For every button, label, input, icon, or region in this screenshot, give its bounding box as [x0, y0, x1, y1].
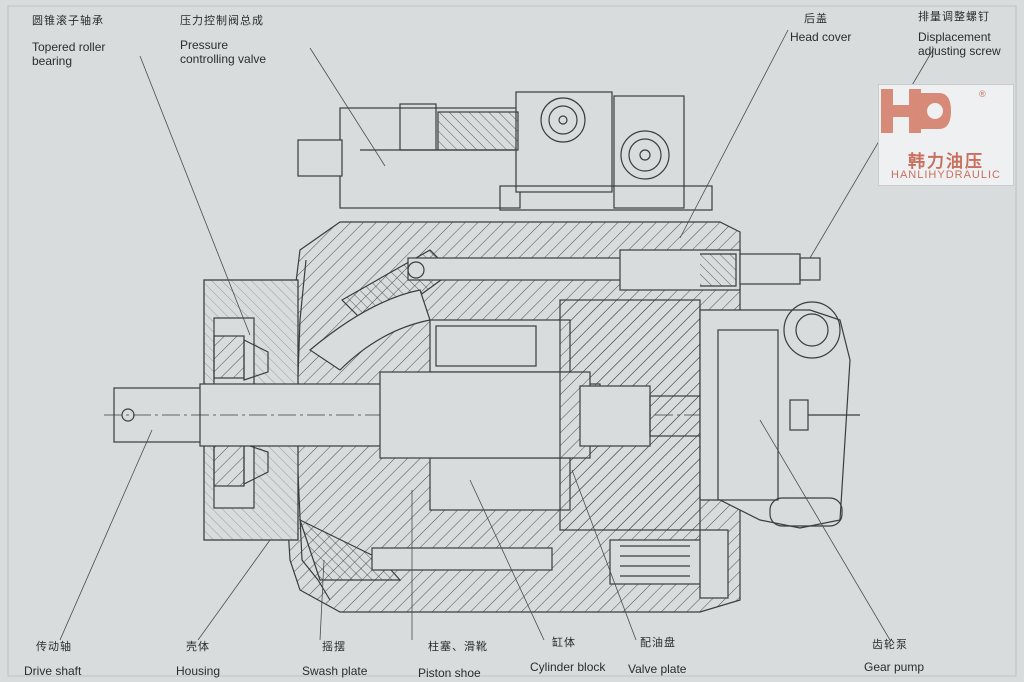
- label-head-cover: 后盖 Head cover: [790, 12, 851, 44]
- label-gear-pump: 齿轮泵 Gear pump: [864, 638, 924, 674]
- label-cn: 排量调整螺钉: [918, 10, 990, 23]
- label-cylinder-block: 缸体 Cylinder block: [530, 636, 605, 674]
- label-tapered-roller-bearing: 圆锥滚子轴承 Topered roller bearing: [32, 14, 105, 68]
- label-cn: 传动轴: [36, 640, 72, 653]
- label-cn: 后盖: [804, 12, 828, 25]
- label-en: Swash plate: [302, 664, 368, 678]
- label-en: Gear pump: [864, 660, 925, 674]
- label-cn: 配油盘: [640, 636, 676, 649]
- logo-text-cn: 韩力油压: [908, 152, 984, 172]
- label-en: Displacement: [918, 30, 991, 44]
- label-cn: 壳体: [186, 640, 210, 653]
- label-en: Topered roller: [32, 40, 106, 54]
- label-piston-shoe: 柱塞、滑靴 Piston shoe: [418, 640, 488, 680]
- label-cn: 齿轮泵: [872, 638, 908, 651]
- label-valve-plate: 配油盘 Valve plate: [628, 636, 686, 676]
- label-en: bearing: [32, 54, 73, 68]
- leader-lines: [59, 29, 935, 641]
- label-en: Pressure: [180, 38, 229, 52]
- hanli-logo-mark-icon: [881, 89, 951, 133]
- label-cn: 摇摆: [322, 640, 346, 653]
- label-pressure-valve: 压力控制阀总成 Pressure controlling valve: [180, 14, 266, 66]
- registered-mark: ®: [979, 89, 986, 99]
- label-cn: 压力控制阀总成: [180, 14, 264, 27]
- label-drive-shaft: 传动轴 Drive shaft: [24, 640, 81, 678]
- hanli-logo: ® 韩力油压 HANLIHYDRAULIC: [878, 84, 1014, 186]
- label-cn: 缸体: [552, 636, 576, 649]
- cylinder-block-shape: [379, 299, 711, 531]
- label-en: Head cover: [790, 30, 852, 44]
- label-en: adjusting screw: [918, 44, 1001, 58]
- label-en: Piston shoe: [418, 666, 481, 680]
- label-en: Cylinder block: [530, 660, 606, 674]
- logo-text-en: HANLIHYDRAULIC: [891, 169, 1001, 181]
- label-cn: 圆锥滚子轴承: [32, 14, 104, 27]
- label-housing: 壳体 Housing: [176, 640, 220, 678]
- label-en: controlling valve: [180, 52, 267, 66]
- gear-pump-shape: [699, 301, 860, 529]
- valve-assembly-shape: [297, 91, 713, 211]
- label-cn: 柱塞、滑靴: [428, 640, 488, 653]
- label-en: Housing: [176, 664, 221, 678]
- label-en: Drive shaft: [24, 664, 82, 678]
- control-piston-shape: [407, 249, 821, 291]
- lower-piston-shape: [371, 529, 729, 599]
- label-en: Valve plate: [628, 662, 687, 676]
- label-swash-plate: 摇摆 Swash plate: [302, 640, 367, 678]
- label-displacement-screw: 排量调整螺钉 Displacement adjusting screw: [918, 10, 1001, 58]
